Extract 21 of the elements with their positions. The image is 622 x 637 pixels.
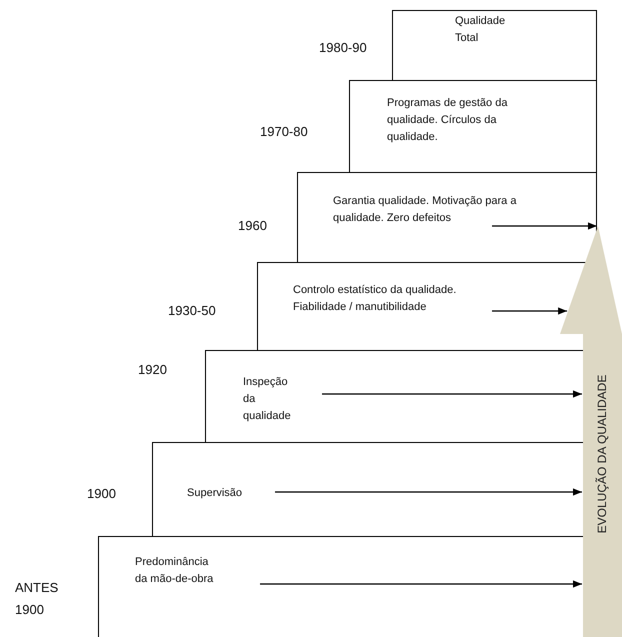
arrow: [492, 222, 597, 230]
period-label: ANTES 1900: [15, 579, 60, 619]
arrow: [322, 390, 582, 398]
step-text: Supervisão: [187, 486, 244, 501]
step-text: Inspeção da qualidade: [243, 375, 292, 424]
step-text: Garantia qualidade. Motivação para a qualidade. Zero defeitos: [333, 194, 518, 226]
arrow: [275, 488, 582, 496]
period-label: 1980-90: [319, 39, 368, 57]
period-label: 1900: [87, 485, 117, 503]
step-text: Qualidade Total: [455, 14, 506, 46]
arrow: [260, 580, 582, 588]
axis-text: EVOLUÇÃO DA QUALIDADE: [595, 374, 609, 536]
period-label: 1920: [138, 361, 168, 379]
period-label: 1970-80: [260, 123, 309, 141]
period-label: 1930-50: [168, 302, 217, 320]
evolution-arrow: [560, 226, 622, 637]
arrow: [492, 307, 568, 315]
step-text: Programas de gestão da qualidade. Círculos da qualidade.: [387, 96, 508, 145]
step-text: Controlo estatístico da qualidade. Fiabilidade / manutibilidade: [293, 283, 458, 315]
step-text: Predominância da mão-de-obra: [135, 555, 214, 587]
period-label: 1960: [238, 217, 268, 235]
